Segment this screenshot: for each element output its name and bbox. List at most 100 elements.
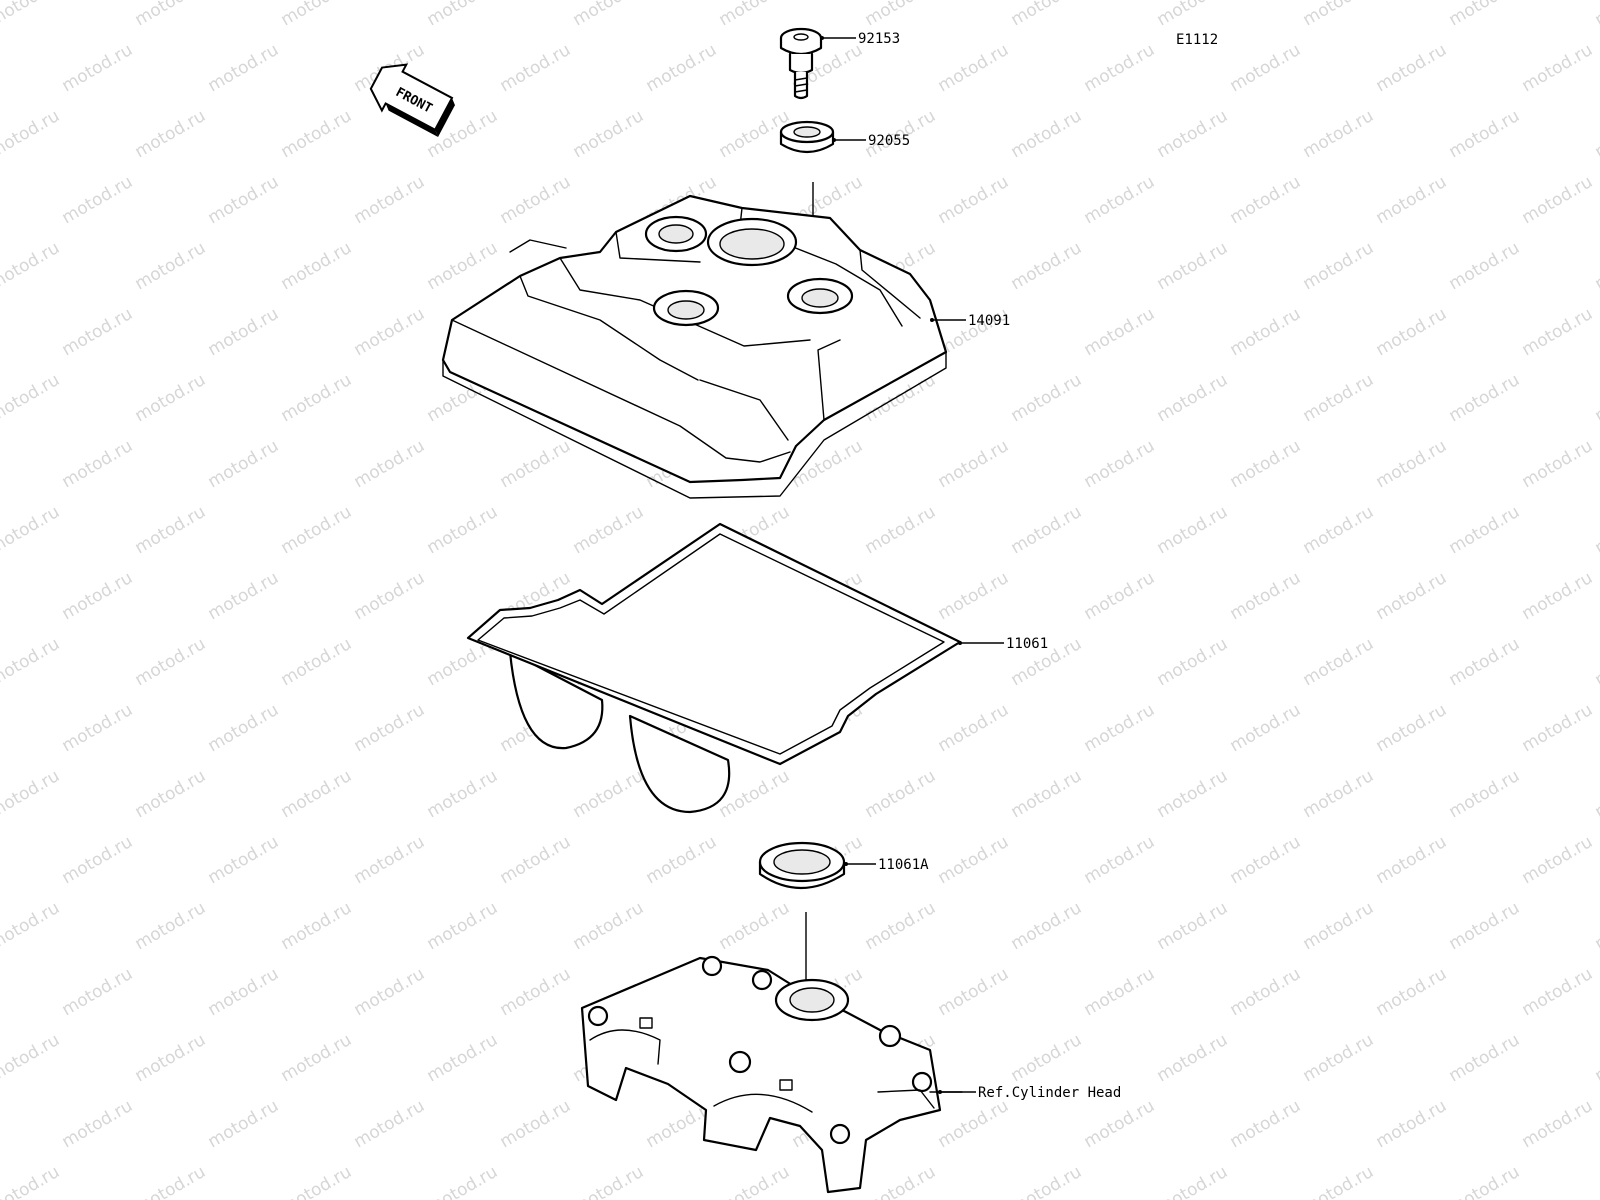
watermark-text: motod.ru	[424, 1162, 502, 1200]
watermark-text: motod.ru	[1592, 766, 1600, 822]
watermark-text: motod.ru	[59, 436, 137, 492]
watermark-text: motod.ru	[1519, 436, 1597, 492]
watermark-text: motod.ru	[1300, 1030, 1378, 1086]
watermark-text: motod.ru	[1446, 106, 1524, 162]
label-14091: 14091	[968, 313, 1010, 329]
watermark-text: motod.ru	[1154, 238, 1232, 294]
watermark-text: motod.ru	[1227, 568, 1305, 624]
watermark-text: motod.ru	[1373, 832, 1451, 888]
watermark-text: motod.ru	[1081, 436, 1159, 492]
watermark-text: motod.ru	[1300, 634, 1378, 690]
cylinder-head-cover-14091	[441, 194, 948, 499]
watermark-text: motod.ru	[1300, 106, 1378, 162]
watermark-text: motod.ru	[278, 766, 356, 822]
watermark-text: motod.ru	[1446, 0, 1524, 30]
watermark-text: motod.ru	[716, 898, 794, 954]
watermark-text: motod.ru	[1446, 370, 1524, 426]
watermark-text: motod.ru	[351, 964, 429, 1020]
watermark-text: motod.ru	[59, 40, 137, 96]
watermark-text: motod.ru	[205, 700, 283, 756]
watermark-text: motod.ru	[1373, 1096, 1451, 1152]
watermark-text: motod.ru	[935, 172, 1013, 228]
watermark-text: motod.ru	[132, 370, 210, 426]
watermark-text: motod.ru	[1154, 106, 1232, 162]
watermark-text: motod.ru	[497, 436, 575, 492]
watermark-text: motod.ru	[1446, 502, 1524, 558]
watermark-text: motod.ru	[132, 766, 210, 822]
watermark-text: motod.ru	[132, 106, 210, 162]
watermark-text: motod.ru	[1008, 1030, 1086, 1086]
watermark-text: motod.ru	[205, 964, 283, 1020]
watermark-text: motod.ru	[570, 502, 648, 558]
watermark-text: motod.ru	[935, 436, 1013, 492]
watermark-text: motod.ru	[351, 172, 429, 228]
watermark-text: motod.ru	[1154, 370, 1232, 426]
watermark-text: motod.ru	[132, 634, 210, 690]
watermark-text: motod.ru	[1300, 766, 1378, 822]
watermark-text: motod.ru	[1227, 964, 1305, 1020]
watermark-text: motod.ru	[1373, 172, 1451, 228]
watermark-text: motod.ru	[862, 1162, 940, 1200]
watermark-text: motod.ru	[0, 634, 63, 690]
watermark-text: motod.ru	[1446, 766, 1524, 822]
watermark-text: motod.ru	[351, 304, 429, 360]
watermark-text: motod.ru	[205, 832, 283, 888]
watermark-text: motod.ru	[1446, 1162, 1524, 1200]
watermark-text: motod.ru	[1081, 40, 1159, 96]
watermark-text: motod.ru	[424, 898, 502, 954]
watermark-text: motod.ru	[278, 370, 356, 426]
gasket-11061	[466, 522, 1004, 814]
watermark-text: motod.ru	[1081, 1096, 1159, 1152]
watermark-text: motod.ru	[59, 832, 137, 888]
front-arrow-icon: FRONT	[369, 63, 455, 137]
watermark-text: motod.ru	[351, 700, 429, 756]
watermark-text: motod.ru	[935, 568, 1013, 624]
watermark-text: motod.ru	[132, 238, 210, 294]
watermark-text: motod.ru	[0, 898, 63, 954]
watermark-text: motod.ru	[1519, 304, 1597, 360]
watermark-text: motod.ru	[1154, 634, 1232, 690]
watermark-text: motod.ru	[132, 1030, 210, 1086]
watermark-text: motod.ru	[0, 1162, 63, 1200]
watermark-text: motod.ru	[1300, 502, 1378, 558]
watermark-text: motod.ru	[59, 1096, 137, 1152]
watermark-text: motod.ru	[935, 1096, 1013, 1152]
watermark-text: motod.ru	[570, 1162, 648, 1200]
cylinder-head-ref	[580, 955, 963, 1194]
watermark-text: motod.ru	[1519, 700, 1597, 756]
watermark-text: motod.ru	[1227, 40, 1305, 96]
watermark-text: motod.ru	[1081, 700, 1159, 756]
watermark-text: motod.ru	[1446, 238, 1524, 294]
watermark-text: motod.ru	[0, 238, 63, 294]
watermark-text: motod.ru	[935, 700, 1013, 756]
watermark-text: motod.ru	[1592, 106, 1600, 162]
watermark-text: motod.ru	[1519, 568, 1597, 624]
watermark-text: motod.ru	[1300, 370, 1378, 426]
watermark-text: motod.ru	[1592, 1030, 1600, 1086]
watermark-text: motod.ru	[935, 40, 1013, 96]
watermark-text: motod.ru	[1373, 436, 1451, 492]
watermark-text: motod.ru	[1592, 634, 1600, 690]
watermark-text: motod.ru	[424, 0, 502, 30]
watermark-text: motod.ru	[570, 106, 648, 162]
watermark-text: motod.ru	[1154, 898, 1232, 954]
watermark-text: motod.ru	[1227, 436, 1305, 492]
bolt-92153	[779, 27, 823, 100]
watermark-text: motod.ru	[132, 502, 210, 558]
watermark-text: motod.ru	[1154, 766, 1232, 822]
watermark-text: motod.ru	[643, 40, 721, 96]
watermark-text: motod.ru	[205, 568, 283, 624]
watermark-text: motod.ru	[59, 700, 137, 756]
watermark-text: motod.ru	[1373, 700, 1451, 756]
watermark-text: motod.ru	[497, 832, 575, 888]
watermark-text: motod.ru	[1227, 172, 1305, 228]
watermark-text: motod.ru	[1154, 1162, 1232, 1200]
watermark-text: motod.ru	[862, 766, 940, 822]
watermark-text: motod.ru	[497, 964, 575, 1020]
grommet-92055	[779, 120, 835, 154]
watermark-text: motod.ru	[1373, 40, 1451, 96]
watermark-text: motod.ru	[1008, 0, 1086, 30]
watermark-text: motod.ru	[1592, 898, 1600, 954]
watermark-text: motod.ru	[1446, 898, 1524, 954]
